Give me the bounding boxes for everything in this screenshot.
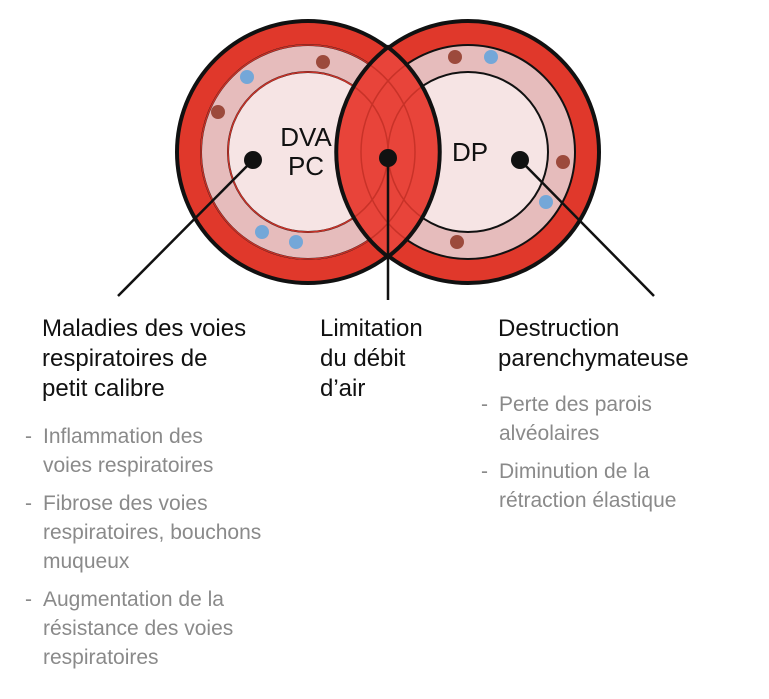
bullet-line: alvéolaires — [499, 422, 600, 445]
left-circle-label-line2: PC — [288, 151, 324, 181]
left-title-line: respiratoires de — [42, 345, 208, 372]
brown-particle — [448, 50, 462, 64]
middle-title-line: du débit — [320, 345, 406, 372]
middle-column-title: Limitation du débit d’air — [320, 314, 423, 404]
right-title-line: Destruction — [498, 315, 620, 342]
bullet-line: voies respiratoires — [43, 454, 214, 477]
blue-particle — [255, 225, 269, 239]
bullet-line: rétraction élastique — [499, 489, 677, 512]
bullet-dash: - — [25, 492, 32, 515]
brown-particle — [450, 235, 464, 249]
venn-diagram: DVA PC DP — [117, 19, 655, 300]
bullet-dash: - — [481, 460, 488, 483]
list-item: - Perte des parois alvéolaires — [481, 390, 676, 448]
bullet-line: respiratoires, bouchons — [43, 521, 262, 544]
list-item: - Augmentation de la résistance des voie… — [25, 585, 261, 672]
right-circle-label: DP — [452, 137, 488, 167]
left-circle-label-line1: DVA — [280, 122, 332, 152]
list-item: - Diminution de la rétraction élastique — [481, 457, 676, 515]
blue-particle — [484, 50, 498, 64]
left-column-title: Maladies des voies respiratoires de peti… — [42, 314, 246, 404]
right-connector-dot — [511, 151, 529, 169]
right-title-line: parenchymateuse — [498, 345, 689, 372]
bullet-line: Diminution de la — [499, 460, 650, 483]
list-item: - Inflammation des voies respiratoires — [25, 422, 261, 480]
bullet-line: respiratoires — [43, 646, 159, 669]
bullet-dash: - — [25, 425, 32, 448]
left-connector-line — [117, 159, 254, 297]
right-bullet-list: - Perte des parois alvéolaires - Diminut… — [481, 390, 676, 524]
middle-title-line: d’air — [320, 375, 366, 402]
left-title-line: Maladies des voies — [42, 315, 247, 342]
bullet-dash: - — [25, 588, 32, 611]
list-item: - Fibrose des voies respiratoires, bouch… — [25, 489, 261, 576]
particles — [211, 50, 570, 249]
left-title-line: petit calibre — [42, 375, 165, 402]
blue-particle — [240, 70, 254, 84]
bullet-line: muqueux — [43, 550, 130, 573]
bullet-line: Perte des parois — [499, 393, 652, 416]
bullet-dash: - — [481, 393, 488, 416]
right-connector-line — [519, 159, 655, 297]
brown-particle — [316, 55, 330, 69]
left-bullet-list: - Inflammation des voies respiratoires -… — [25, 422, 261, 681]
bullet-line: Inflammation des — [43, 425, 203, 448]
bullet-line: Fibrose des voies — [43, 492, 208, 515]
right-column-title: Destruction parenchymateuse — [498, 314, 689, 374]
brown-particle — [556, 155, 570, 169]
blue-particle — [539, 195, 553, 209]
brown-particle — [211, 105, 225, 119]
bullet-line: résistance des voies — [43, 617, 234, 640]
bullet-line: Augmentation de la — [43, 588, 224, 611]
middle-title-line: Limitation — [320, 315, 423, 342]
middle-connector-dot — [379, 149, 397, 167]
blue-particle — [289, 235, 303, 249]
left-connector-dot — [244, 151, 262, 169]
